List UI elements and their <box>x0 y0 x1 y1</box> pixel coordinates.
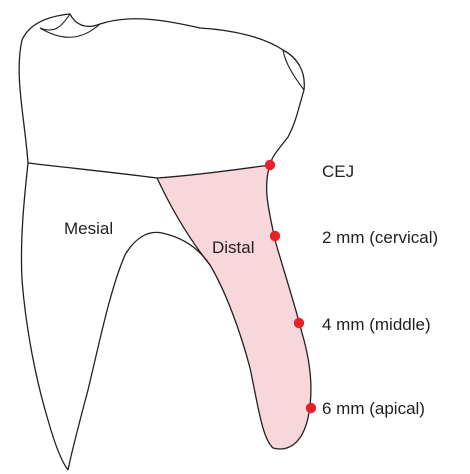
mesial-label: Mesial <box>64 220 113 237</box>
middle-marker <box>294 318 304 328</box>
distal-label: Distal <box>212 239 255 256</box>
mesial-root-outer <box>21 163 68 470</box>
cervical-label: 2 mm (cervical) <box>322 229 438 246</box>
distal-root-region <box>157 165 311 449</box>
apical-label: 6 mm (apical) <box>322 400 425 417</box>
cej-marker <box>265 160 275 170</box>
apical-marker <box>306 403 316 413</box>
middle-label: 4 mm (middle) <box>322 316 431 333</box>
cervical-marker <box>270 231 280 241</box>
furcation-outline <box>68 232 210 470</box>
cej-label: CEJ <box>322 163 354 180</box>
cusp-line <box>283 50 304 90</box>
